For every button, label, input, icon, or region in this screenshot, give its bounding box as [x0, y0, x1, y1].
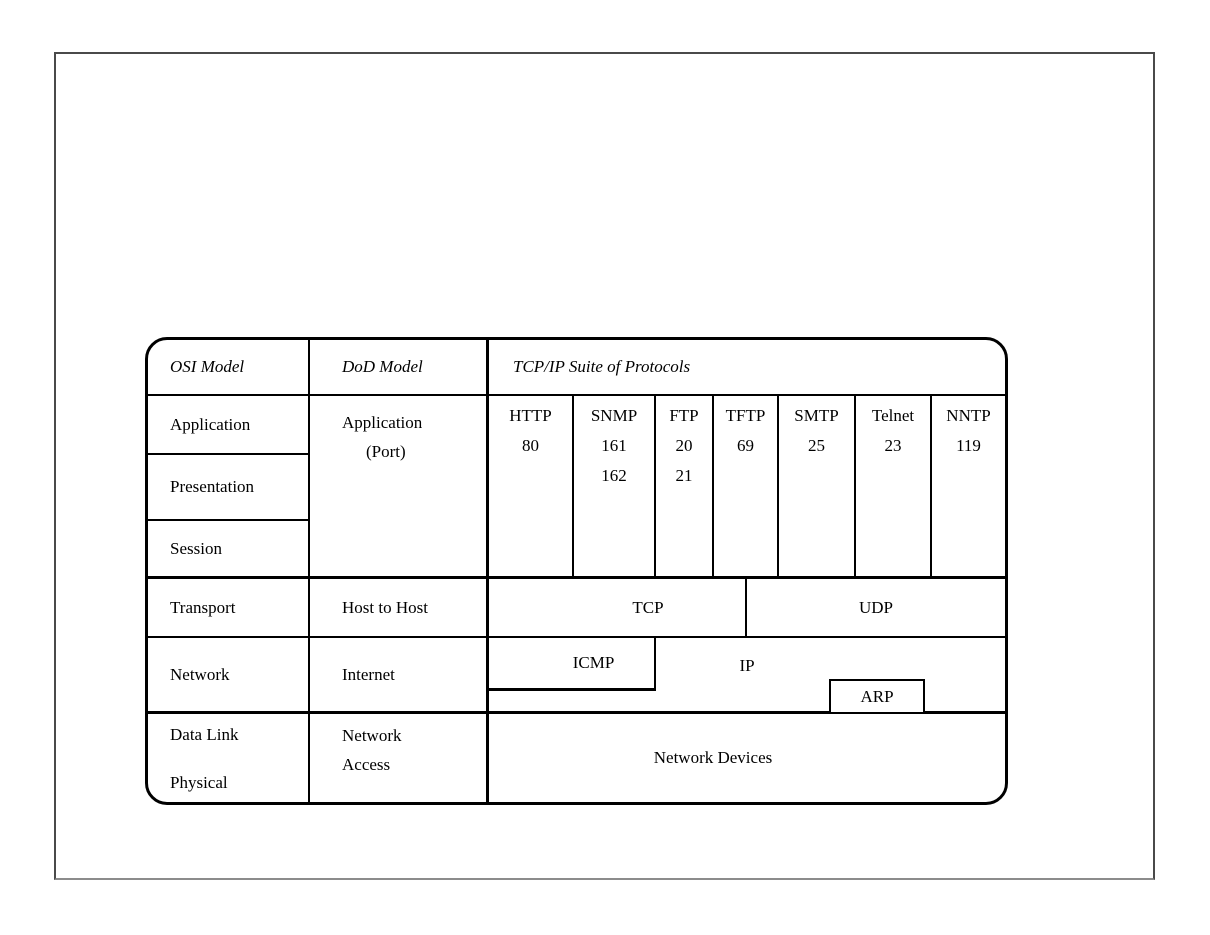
dod-layer-host-to-host: Host to Host — [342, 597, 428, 617]
row-divider — [148, 394, 1005, 396]
protocol-port: 21 — [675, 466, 693, 485]
row-divider — [148, 636, 1005, 638]
row-divider — [148, 453, 310, 455]
osi-layer-datalink-physical: Data Link Physical — [148, 714, 310, 802]
dod-network-access-line2: Access — [342, 755, 391, 774]
osi-layer-session: Session — [170, 538, 222, 558]
ip-label: IP — [739, 656, 755, 675]
protocol-port: 119 — [956, 436, 981, 455]
network-devices-label: Network Devices — [653, 748, 773, 767]
protocol-cell-nntp: NNTP 119 — [932, 396, 1005, 576]
protocol-cell-snmp: SNMP 161 162 — [574, 396, 654, 576]
protocol-cell-telnet: Telnet 23 — [856, 396, 930, 576]
osi-layer-physical: Physical — [170, 773, 228, 792]
protocol-port: 162 — [601, 466, 627, 485]
row-divider — [148, 519, 310, 521]
header-dod-model: DoD Model — [342, 357, 423, 376]
udp-label: UDP — [858, 597, 893, 617]
protocol-divider — [930, 396, 932, 576]
osi-layer-presentation: Presentation — [170, 477, 255, 496]
protocol-name: Telnet — [871, 406, 915, 425]
protocol-port: 80 — [522, 436, 539, 455]
tcp-label: TCP — [632, 597, 664, 617]
row-divider — [148, 576, 1005, 579]
protocol-cell-smtp: SMTP 25 — [779, 396, 854, 576]
osi-layer-data-link: Data Link — [170, 725, 239, 744]
dod-network-access-line1: Network — [342, 726, 402, 745]
tcp-udp-divider — [745, 579, 747, 636]
protocol-port: 69 — [737, 436, 754, 455]
osi-layer-network: Network — [170, 664, 230, 684]
protocol-divider — [572, 396, 574, 576]
protocol-port: 161 — [601, 436, 627, 455]
protocol-port: 23 — [884, 436, 902, 455]
protocol-divider — [777, 396, 779, 576]
row-divider — [148, 711, 1005, 714]
header-tcpip-suite: TCP/IP Suite of Protocols — [513, 357, 691, 376]
osi-layer-application: Application — [170, 414, 251, 434]
column-divider — [308, 340, 310, 802]
icmp-label: ICMP — [572, 653, 615, 672]
protocol-name: HTTP — [509, 406, 552, 425]
dod-layer-internet: Internet — [342, 664, 395, 684]
column-divider — [486, 340, 489, 802]
protocol-divider — [854, 396, 856, 576]
protocol-cell-tftp: TFTP 69 — [714, 396, 777, 576]
dod-application-label: Application — [342, 413, 423, 432]
icmp-box — [489, 638, 656, 691]
protocol-divider — [712, 396, 714, 576]
protocol-name: FTP — [669, 406, 699, 425]
protocol-name: SMTP — [794, 406, 839, 425]
header-osi-model: OSI Model — [170, 357, 245, 376]
arp-label: ARP — [860, 686, 894, 706]
protocol-cell-ftp: FTP 20 21 — [656, 396, 712, 576]
protocol-name: NNTP — [946, 406, 991, 425]
protocol-name: TFTP — [725, 406, 766, 425]
arp-box: ARP — [829, 679, 925, 714]
osi-layer-transport: Transport — [170, 597, 236, 617]
protocol-cell-http: HTTP 80 — [489, 396, 572, 576]
protocol-divider — [654, 396, 656, 576]
dod-layer-application-port: Application (Port) — [310, 396, 486, 576]
osi-dod-tcpip-diagram: OSI Model DoD Model TCP/IP Suite of Prot… — [145, 337, 1008, 805]
dod-layer-network-access: Network Access — [310, 714, 486, 802]
protocol-port: 20 — [675, 436, 693, 455]
dod-port-label: (Port) — [366, 442, 406, 461]
protocol-port: 25 — [808, 436, 825, 455]
protocol-name: SNMP — [590, 406, 638, 425]
